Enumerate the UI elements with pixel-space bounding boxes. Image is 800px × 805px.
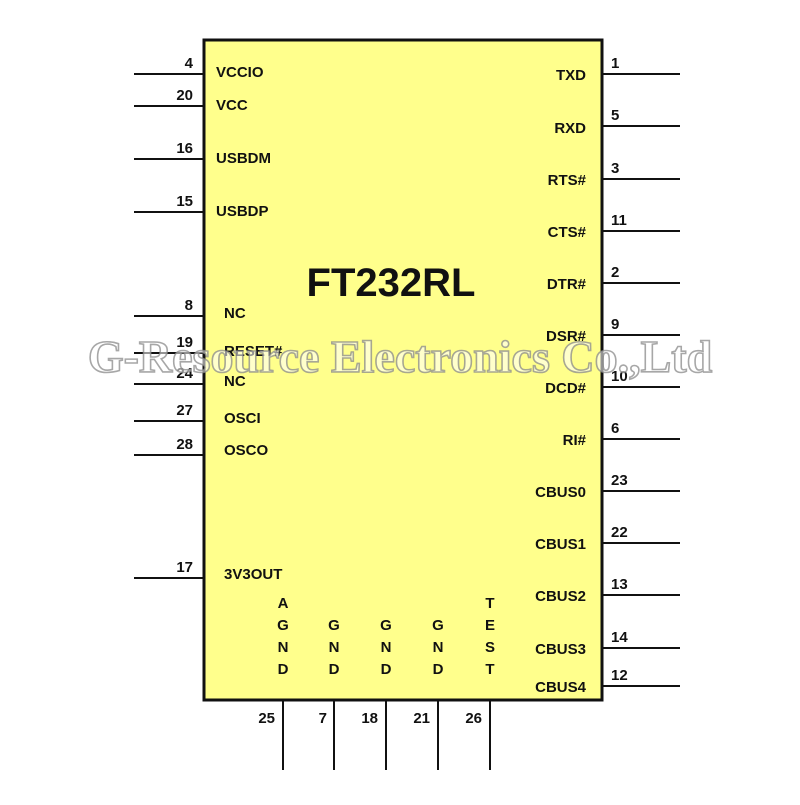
bottom-pin-25-agnd-letter: G [277, 617, 289, 634]
bottom-pin-26-test-letter: T [485, 661, 494, 678]
right-pin-14-cbus3-number: 14 [611, 629, 628, 646]
bottom-pin-25-agnd-letter: N [278, 639, 289, 656]
left-pin-16-usbdm-label: USBDM [216, 150, 271, 167]
right-pin-10-dcd-label: DCD# [545, 380, 586, 397]
left-pin-20-vcc-label: VCC [216, 97, 248, 114]
bottom-pin-26-test-number: 26 [465, 710, 482, 727]
right-pin-5-rxd-number: 5 [611, 107, 619, 124]
chip-title: FT232RL [307, 261, 476, 305]
right-pin-2-dtr-number: 2 [611, 264, 619, 281]
left-pin-27-osci-number: 27 [176, 402, 193, 419]
left-pin-15-usbdp-label: USBDP [216, 203, 269, 220]
left-pin-17-3v3out-number: 17 [176, 559, 193, 576]
right-pin-5-rxd-label: RXD [554, 120, 586, 137]
bottom-pin-21-gnd-letter: N [433, 639, 444, 656]
right-pin-3-rts-number: 3 [611, 160, 619, 177]
right-pin-12-cbus4-number: 12 [611, 667, 628, 684]
bottom-pin-26-test-letter: E [485, 617, 495, 634]
bottom-pin-25-agnd-number: 25 [258, 710, 275, 727]
right-pin-13-cbus2-number: 13 [611, 576, 628, 593]
right-pin-22-cbus1-label: CBUS1 [535, 536, 586, 553]
right-pin-6-ri-number: 6 [611, 420, 619, 437]
bottom-pin-25-agnd-letter: D [278, 661, 289, 678]
left-pin-28-osco-label: OSCO [224, 442, 269, 459]
left-pin-15-usbdp-number: 15 [176, 193, 193, 210]
right-pin-1-txd-label: TXD [556, 67, 586, 84]
left-pin-19-reset-number: 19 [176, 334, 193, 351]
left-pin-20-vcc-number: 20 [176, 87, 193, 104]
right-pin-11-cts-number: 11 [611, 212, 627, 229]
bottom-pin-26-test-letter: S [485, 639, 495, 656]
left-pin-27-osci-label: OSCI [224, 410, 261, 427]
bottom-pin-21-gnd-letter: D [433, 661, 444, 678]
right-pin-1-txd-number: 1 [611, 55, 619, 72]
left-pin-17-3v3out-label: 3V3OUT [224, 566, 282, 583]
bottom-pin-18-gnd-letter: N [381, 639, 392, 656]
chip-body [202, 38, 604, 702]
right-pin-22-cbus1-number: 22 [611, 524, 628, 541]
left-pin-8-nc-label: NC [224, 305, 246, 322]
bottom-pin-25-agnd-letter: A [278, 595, 289, 612]
bottom-pin-26-test-letter: T [485, 595, 494, 612]
right-pin-6-ri-label: RI# [563, 432, 587, 449]
right-pin-13-cbus2-label: CBUS2 [535, 588, 586, 605]
left-pin-4-vccio-number: 4 [185, 55, 194, 72]
left-pin-28-osco-number: 28 [176, 436, 193, 453]
bottom-pin-7-gnd-number: 7 [319, 710, 327, 727]
right-pin-9-dsr-label: DSR# [546, 328, 587, 345]
left-pin-8-nc-number: 8 [185, 297, 193, 314]
left-pin-24-nc-label: NC [224, 373, 246, 390]
right-pin-23-cbus0-label: CBUS0 [535, 484, 586, 501]
left-pin-16-usbdm-number: 16 [176, 140, 193, 157]
right-pin-2-dtr-label: DTR# [547, 276, 587, 293]
bottom-pin-7-gnd-letter: D [329, 661, 340, 678]
bottom-pin-18-gnd-number: 18 [361, 710, 378, 727]
right-pin-23-cbus0-number: 23 [611, 472, 628, 489]
left-pin-24-nc-number: 24 [176, 365, 193, 382]
bottom-pin-18-gnd-letter: G [380, 617, 392, 634]
watermark-text: G-Resource Electronics Co.,Ltd [88, 331, 713, 382]
right-pin-14-cbus3-label: CBUS3 [535, 641, 586, 658]
bottom-pin-21-gnd-number: 21 [413, 710, 430, 727]
left-pin-4-vccio-label: VCCIO [216, 64, 264, 81]
right-pin-3-rts-label: RTS# [548, 172, 587, 189]
right-pin-12-cbus4-label: CBUS4 [535, 679, 587, 696]
right-pin-9-dsr-number: 9 [611, 316, 619, 333]
bottom-pin-18-gnd-letter: D [381, 661, 392, 678]
bottom-pin-21-gnd-letter: G [432, 617, 444, 634]
right-pin-11-cts-label: CTS# [548, 224, 587, 241]
bottom-pin-7-gnd-letter: G [328, 617, 340, 634]
right-pin-10-dcd-number: 10 [611, 368, 628, 385]
bottom-pin-7-gnd-letter: N [329, 639, 340, 656]
left-pin-19-reset-label: RESET# [224, 343, 283, 360]
